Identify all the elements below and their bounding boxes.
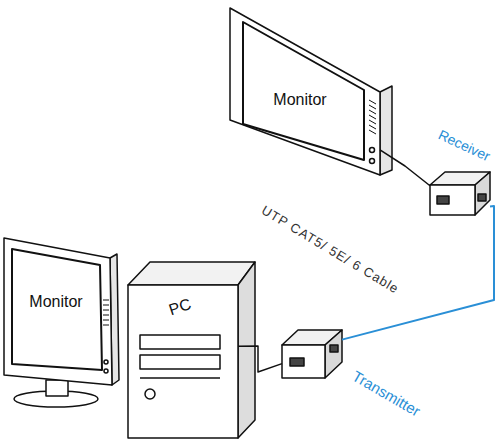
monitor-screen: Monitor bbox=[230, 8, 380, 175]
device-label: PC bbox=[167, 295, 194, 319]
cable-label: UTP CAT5/ 5E/ 6 Cable bbox=[259, 203, 402, 297]
monitor-drawing bbox=[230, 8, 392, 175]
transmitter-box: Transmitter bbox=[282, 330, 342, 378]
monitor-drawing bbox=[4, 238, 119, 407]
receiver-box: Receiver bbox=[430, 172, 490, 215]
receiver-drawing bbox=[430, 172, 490, 215]
device-label: Transmitter bbox=[349, 368, 422, 420]
transmitter-drawing bbox=[282, 330, 342, 378]
video-cable bbox=[238, 346, 282, 372]
device-label: Monitor bbox=[273, 91, 326, 109]
video-cable bbox=[380, 150, 430, 186]
monitor-screen: Monitor bbox=[4, 238, 112, 385]
pc-tower: PC bbox=[128, 285, 238, 438]
device-label: Receiver bbox=[436, 127, 493, 164]
pc-tower-drawing bbox=[128, 262, 255, 438]
device-label: Monitor bbox=[29, 293, 82, 311]
